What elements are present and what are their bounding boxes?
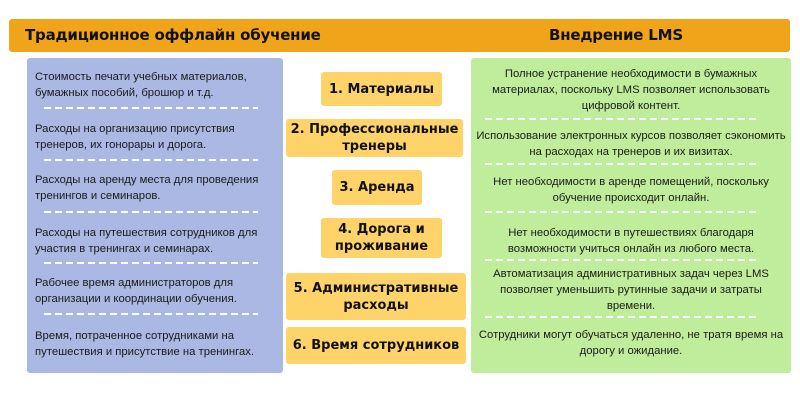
divider bbox=[44, 107, 258, 109]
divider bbox=[44, 159, 258, 161]
offline-costs-panel bbox=[27, 58, 283, 373]
category-travel: 4. Дорога и проживание bbox=[321, 218, 442, 258]
divider bbox=[485, 316, 757, 318]
divider bbox=[44, 211, 258, 213]
category-rent: 3. Аренда bbox=[332, 170, 422, 205]
offline-cost-item: Рабочее время администраторов для органи… bbox=[35, 277, 237, 305]
divider bbox=[485, 211, 757, 213]
offline-cost-item: Время, потраченное сотрудниками на путеш… bbox=[35, 330, 255, 358]
divider bbox=[485, 118, 757, 120]
offline-cost-item: Стоимость печати учебных материалов, бум… bbox=[35, 71, 247, 99]
lms-benefit-item: Нет необходимости в аренде помещений, по… bbox=[493, 176, 769, 204]
divider bbox=[485, 163, 757, 165]
offline-cost-item: Расходы на аренду места для проведения т… bbox=[35, 174, 259, 202]
header-offline-title: Традиционное оффлайн обучение bbox=[25, 26, 321, 44]
lms-benefit-item: Полное устранение необходимости в бумажн… bbox=[492, 68, 770, 112]
header-bar bbox=[9, 19, 790, 52]
category-employee-time: 6. Время сотрудников bbox=[286, 327, 466, 364]
lms-benefit-item: Автоматизация административных задач чер… bbox=[493, 268, 769, 312]
lms-benefits-panel bbox=[471, 58, 791, 373]
divider bbox=[44, 262, 258, 264]
header-lms-title: Внедрение LMS bbox=[549, 26, 683, 44]
category-admin: 5. Административные расходы bbox=[286, 273, 466, 320]
offline-cost-item: Расходы на путешествия сотрудников для у… bbox=[35, 227, 258, 255]
lms-benefit-item: Использование электронных курсов позволя… bbox=[476, 130, 786, 158]
offline-cost-item: Расходы на организацию присутствия трене… bbox=[35, 123, 235, 151]
divider bbox=[44, 313, 258, 315]
category-materials: 1. Материалы bbox=[321, 72, 442, 106]
divider bbox=[485, 259, 757, 261]
category-trainers: 2. Профессиональные тренеры bbox=[286, 119, 463, 157]
lms-benefit-item: Сотрудники могут обучаться удаленно, не … bbox=[478, 329, 784, 357]
lms-benefit-item: Нет необходимости в путешествиях благода… bbox=[507, 227, 755, 255]
